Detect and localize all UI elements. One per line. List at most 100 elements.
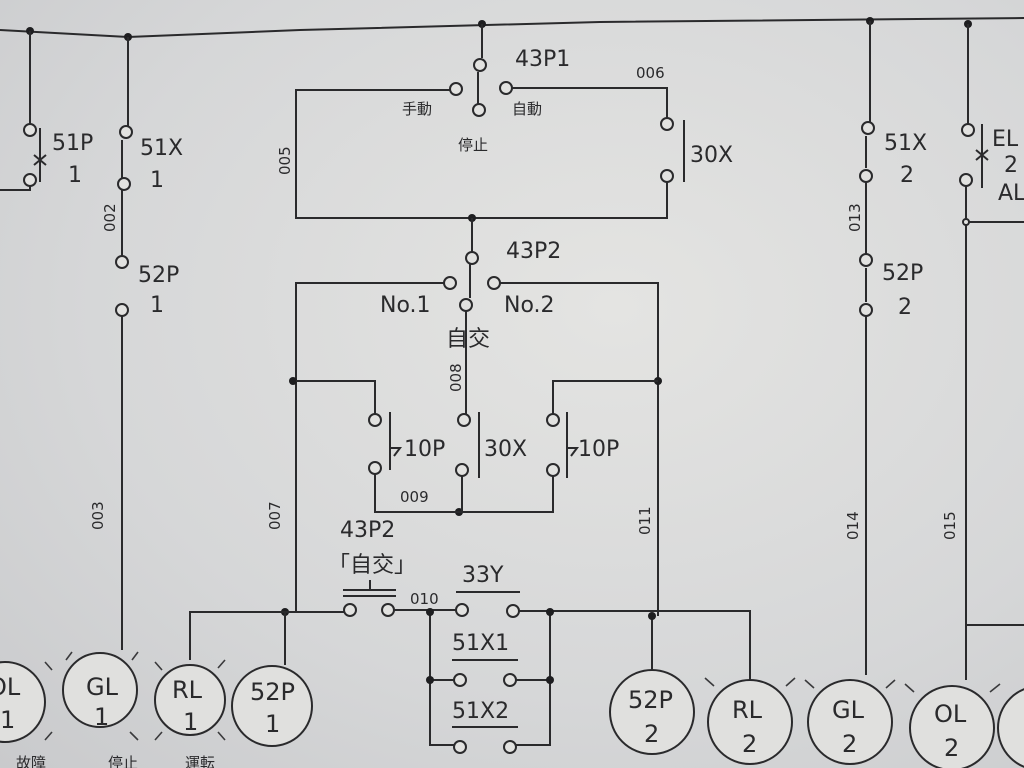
lamp-ol-2: OL 2 [904, 683, 1001, 768]
wire [295, 24, 685, 219]
selector-terminal [472, 103, 486, 117]
top-bus [0, 17, 1024, 39]
wire-number-010: 010 [410, 590, 439, 608]
selector-43p1-stop: 停止 [458, 136, 488, 154]
wire-number-007: 007 [266, 501, 284, 530]
contact-terminal [23, 173, 37, 187]
contact-terminal [959, 173, 973, 187]
wire-number-003: 003 [89, 501, 107, 530]
selector-terminal [499, 81, 513, 95]
lamp-label: GL [832, 696, 865, 724]
contact-terminal [503, 673, 517, 687]
junction [289, 377, 297, 385]
lamp-number: 1 [0, 706, 15, 734]
contact-51p-1-num: 1 [68, 163, 82, 188]
lamp-number: 2 [644, 720, 659, 748]
contact-52p-2-num: 2 [898, 295, 912, 320]
contact-terminal [859, 253, 873, 267]
contact-terminal [859, 303, 873, 317]
wire-number-015: 015 [941, 511, 959, 540]
lamp-number: 2 [944, 734, 959, 762]
lamp-label: OL [934, 700, 967, 728]
contact-terminal [660, 169, 674, 183]
selector-43p2-alternate: 自交 [446, 327, 490, 352]
wire-number-014: 014 [844, 511, 862, 540]
wire [189, 609, 751, 746]
contact-terminal [859, 169, 873, 183]
wire-number-005: 005 [276, 146, 294, 175]
wire [296, 311, 658, 513]
lamp-rl-2: RL 2 [704, 677, 796, 765]
wire-number-013: 013 [846, 203, 864, 232]
contact-10p-right-symbol [566, 412, 579, 478]
contact-52p-1-num: 1 [150, 293, 164, 318]
selector-43p2-no2: No.2 [504, 293, 555, 318]
wire-number-011: 011 [636, 506, 654, 535]
selector-terminal [449, 82, 463, 96]
contact-terminal [455, 603, 469, 617]
selector-terminal [465, 251, 479, 265]
lamp-caption: 運転 [185, 754, 215, 768]
wire [295, 218, 659, 616]
junction [426, 608, 434, 616]
pushbutton-43p2-name: 43P2 [340, 518, 395, 543]
contact-terminal [368, 413, 382, 427]
contact-el-2-symbol [975, 124, 989, 188]
contact-51x2: 51X2 [452, 699, 509, 724]
junction [546, 676, 554, 684]
contact-terminal [861, 121, 875, 135]
junction [546, 608, 554, 616]
lamp-52p-2: 52P 2 [609, 669, 695, 755]
contact-10p-right: 10P [578, 437, 619, 462]
pushbutton-43p2-label: 「自交」 [328, 553, 416, 578]
junction [962, 218, 970, 226]
lamp-number: 1 [265, 710, 280, 738]
lamp-number: 2 [842, 730, 857, 758]
contact-10p-left: 10P [404, 437, 445, 462]
contact-terminal [506, 604, 520, 618]
contact-terminal [546, 463, 560, 477]
contact-30x-top: 30X [690, 143, 733, 168]
contact-el-2-name: EL [992, 127, 1019, 152]
contact-51x1: 51X1 [452, 631, 509, 656]
contact-33y: 33Y [462, 563, 504, 588]
selector-43p2-name: 43P2 [506, 239, 561, 264]
lamp-number: 1 [94, 703, 109, 731]
contact-terminal [453, 740, 467, 754]
selector-terminal [443, 276, 457, 290]
contact-51x-2-num: 2 [900, 163, 914, 188]
wire-number-002: 002 [101, 203, 119, 232]
contact-52p-2-name: 52P [882, 261, 923, 286]
lamp-partial [997, 688, 1024, 768]
contact-30x-mid: 30X [484, 437, 527, 462]
contact-terminal [961, 123, 975, 137]
contact-51p-1-symbol [33, 128, 47, 182]
selector-43p1-name: 43P1 [515, 47, 570, 72]
contact-51x-2-name: 51X [884, 131, 927, 156]
selector-43p1-auto: 自動 [512, 100, 542, 118]
contact-el-2-sub: AL [998, 181, 1024, 206]
contact-terminal [453, 673, 467, 687]
contact-terminal [457, 413, 471, 427]
pushbutton-43p2-symbol[interactable] [343, 580, 396, 597]
contact-terminal [368, 461, 382, 475]
contact-el-2-num: 2 [1004, 153, 1018, 178]
selector-43p1-manual: 手動 [402, 100, 432, 118]
contact-terminal [546, 413, 560, 427]
pushbutton-terminal [381, 603, 395, 617]
lamp-ol-1: OL 1 故障 [0, 661, 46, 768]
contact-terminal [115, 255, 129, 269]
lamp-gl-1: GL 1 停止 [44, 651, 139, 768]
wire-number-006: 006 [636, 64, 665, 82]
selector-terminal [473, 58, 487, 72]
contact-terminal [23, 123, 37, 137]
contact-terminal [115, 303, 129, 317]
lamp-number: 2 [742, 730, 757, 758]
wire [0, 31, 31, 191]
contact-terminal [117, 177, 131, 191]
contact-terminal [455, 463, 469, 477]
wire [121, 37, 129, 650]
contact-51p-1-name: 51P [52, 131, 93, 156]
